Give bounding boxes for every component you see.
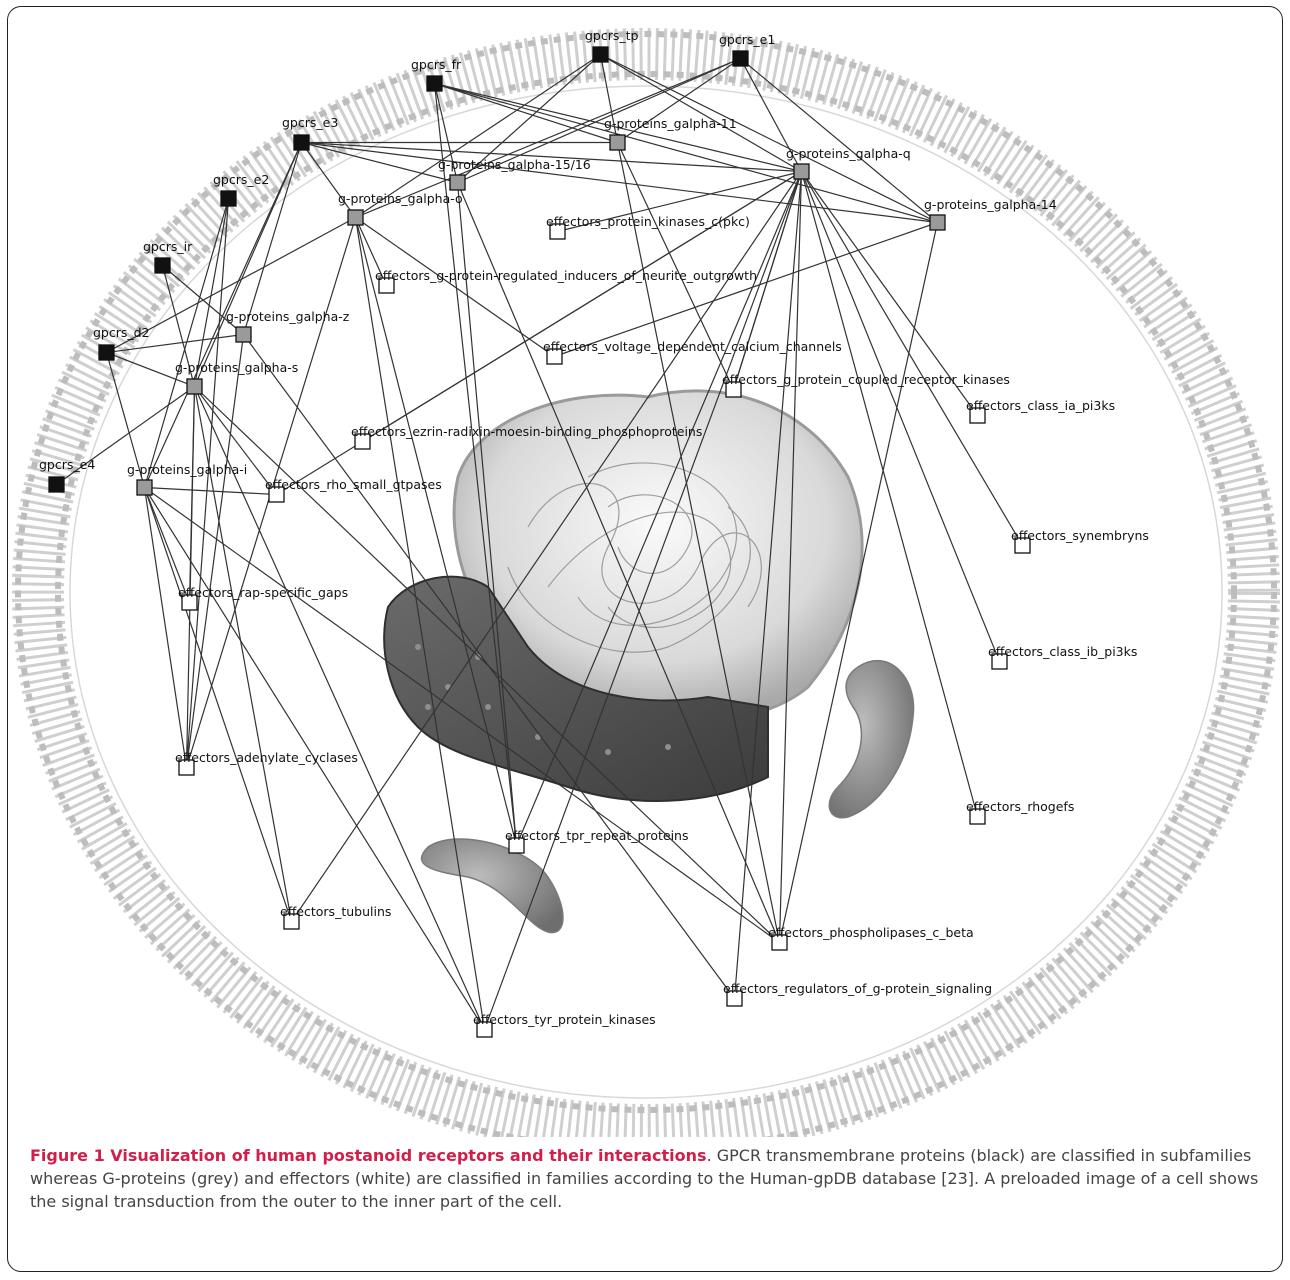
node-tubulins[interactable]: effectors_tubulins (280, 904, 391, 929)
node-galphaz[interactable]: g-proteins_galpha-z (226, 309, 350, 342)
gpcr-node-box[interactable] (221, 191, 236, 206)
gpcr-node-box[interactable] (733, 51, 748, 66)
gpcr-node-box[interactable] (294, 135, 309, 150)
node-label: gpcrs_tp (585, 28, 639, 43)
node-galpha14[interactable]: g-proteins_galpha-14 (924, 197, 1057, 230)
gprotein-node-box[interactable] (137, 480, 152, 495)
node-plcbeta[interactable]: effectors_phospholipases_c_beta (768, 925, 974, 950)
node-label: effectors_phospholipases_c_beta (768, 925, 974, 940)
gpcr-node-box[interactable] (593, 47, 608, 62)
node-label: effectors_tubulins (280, 904, 391, 919)
network-diagram: gpcrs_tp gpcrs_e1 gpcrs_fr gpcrs_e3 gpcrs_e2… (8, 7, 1283, 1137)
node-synembryns[interactable]: effectors_synembryns (1011, 528, 1149, 553)
cell-organelles (384, 391, 913, 933)
node-rhogefs[interactable]: effectors_rhogefs (966, 799, 1074, 824)
node-label: effectors_ezrin-radixin-moesin-binding_p… (351, 424, 702, 439)
node-label: g-proteins_galpha-o (338, 191, 463, 206)
node-label: g-proteins_galpha-z (226, 309, 350, 324)
node-label: g-proteins_galpha-q (786, 146, 911, 161)
node-calcium[interactable]: effectors_voltage_dependent_calcium_chan… (543, 339, 842, 364)
node-label: effectors_tyr_protein_kinases (473, 1012, 656, 1027)
node-label: gpcrs_e2 (213, 172, 269, 187)
caption-title: Figure 1 Visualization of human postanoi… (30, 1146, 707, 1165)
node-label: effectors_adenylate_cyclases (175, 750, 358, 765)
node-galphao[interactable]: g-proteins_galpha-o (338, 191, 463, 225)
node-classia[interactable]: effectors_class_ia_pi3ks (966, 398, 1115, 423)
node-label: effectors_regulators_of_g-protein_signal… (723, 981, 992, 996)
edge-galphaz-adenylate (187, 335, 244, 768)
gprotein-node-box[interactable] (236, 327, 251, 342)
node-label: effectors_rap-specific_gaps (178, 585, 348, 600)
node-label: effectors_g_protein_coupled_receptor_kin… (722, 372, 1010, 387)
node-pkc[interactable]: effectors_protein_kinases_c(pkc) (546, 214, 750, 239)
node-rapgaps[interactable]: effectors_rap-specific_gaps (178, 585, 348, 610)
node-label: g-proteins_galpha-14 (924, 197, 1057, 212)
node-label: gpcrs_e3 (282, 115, 338, 130)
node-adenylate[interactable]: effectors_adenylate_cyclases (175, 750, 358, 775)
node-tyr[interactable]: effectors_tyr_protein_kinases (473, 1012, 656, 1037)
node-classib[interactable]: effectors_class_ib_pi3ks (988, 644, 1137, 669)
node-label: effectors_protein_kinases_c(pkc) (546, 214, 750, 229)
figure-caption: Figure 1 Visualization of human postanoi… (30, 1144, 1270, 1213)
gpcr-node-box[interactable] (155, 258, 170, 273)
gprotein-node-box[interactable] (187, 379, 202, 394)
node-label: effectors_class_ib_pi3ks (988, 644, 1137, 659)
node-label: gpcrs_e4 (39, 457, 95, 472)
node-rgs[interactable]: effectors_regulators_of_g-protein_signal… (723, 981, 992, 1006)
edge-galpha14-calcium (555, 223, 938, 357)
node-galphaq[interactable]: g-proteins_galpha-q (786, 146, 911, 179)
edge-gpcrs_e2-galphas (195, 199, 229, 387)
node-label: effectors_g-protein-regulated_inducers_o… (375, 268, 757, 283)
node-label: g-proteins_galpha-i (127, 462, 247, 477)
gpcr-node-box[interactable] (49, 477, 64, 492)
node-gpcrs_e4[interactable]: gpcrs_e4 (39, 457, 95, 492)
gprotein-node-box[interactable] (348, 210, 363, 225)
node-label: gpcrs_ir (143, 239, 193, 254)
node-label: gpcrs_fr (411, 57, 462, 72)
figure-frame: gpcrs_tp gpcrs_e1 gpcrs_fr gpcrs_e3 gpcrs_e2… (7, 6, 1283, 1272)
node-neurite[interactable]: effectors_g-protein-regulated_inducers_o… (375, 268, 757, 293)
edge-galphas-rapgaps (190, 387, 195, 603)
edge-galphai-adenylate (145, 488, 187, 768)
node-rho[interactable]: effectors_rho_small_gtpases (265, 477, 442, 502)
node-label: g-proteins_galpha-15/16 (438, 157, 591, 172)
edge-galphai-rho (145, 488, 277, 495)
gpcr-node-box[interactable] (99, 345, 114, 360)
node-galpha11[interactable]: g-proteins_galpha-11 (604, 116, 737, 150)
gprotein-node-box[interactable] (450, 175, 465, 190)
node-label: effectors_class_ia_pi3ks (966, 398, 1115, 413)
node-tpr[interactable]: effectors_tpr_repeat_proteins (505, 828, 688, 853)
node-label: effectors_synembryns (1011, 528, 1149, 543)
node-label: effectors_voltage_dependent_calcium_chan… (543, 339, 842, 354)
node-label: g-proteins_galpha-s (175, 360, 298, 375)
node-gpcrs_e2[interactable]: gpcrs_e2 (213, 172, 269, 206)
gprotein-node-box[interactable] (794, 164, 809, 179)
node-label: effectors_rho_small_gtpases (265, 477, 442, 492)
node-label: effectors_rhogefs (966, 799, 1074, 814)
node-label: g-proteins_galpha-11 (604, 116, 737, 131)
node-label: gpcrs_d2 (93, 325, 150, 340)
gpcr-node-box[interactable] (427, 76, 442, 91)
gprotein-node-box[interactable] (610, 135, 625, 150)
gprotein-node-box[interactable] (930, 215, 945, 230)
edge-gpcrs_tp-galphaq (601, 55, 802, 172)
node-label: gpcrs_e1 (719, 32, 775, 47)
node-label: effectors_tpr_repeat_proteins (505, 828, 688, 843)
node-gpcrk[interactable]: effectors_g_protein_coupled_receptor_kin… (722, 372, 1010, 397)
node-gpcrs_d2[interactable]: gpcrs_d2 (93, 325, 150, 360)
